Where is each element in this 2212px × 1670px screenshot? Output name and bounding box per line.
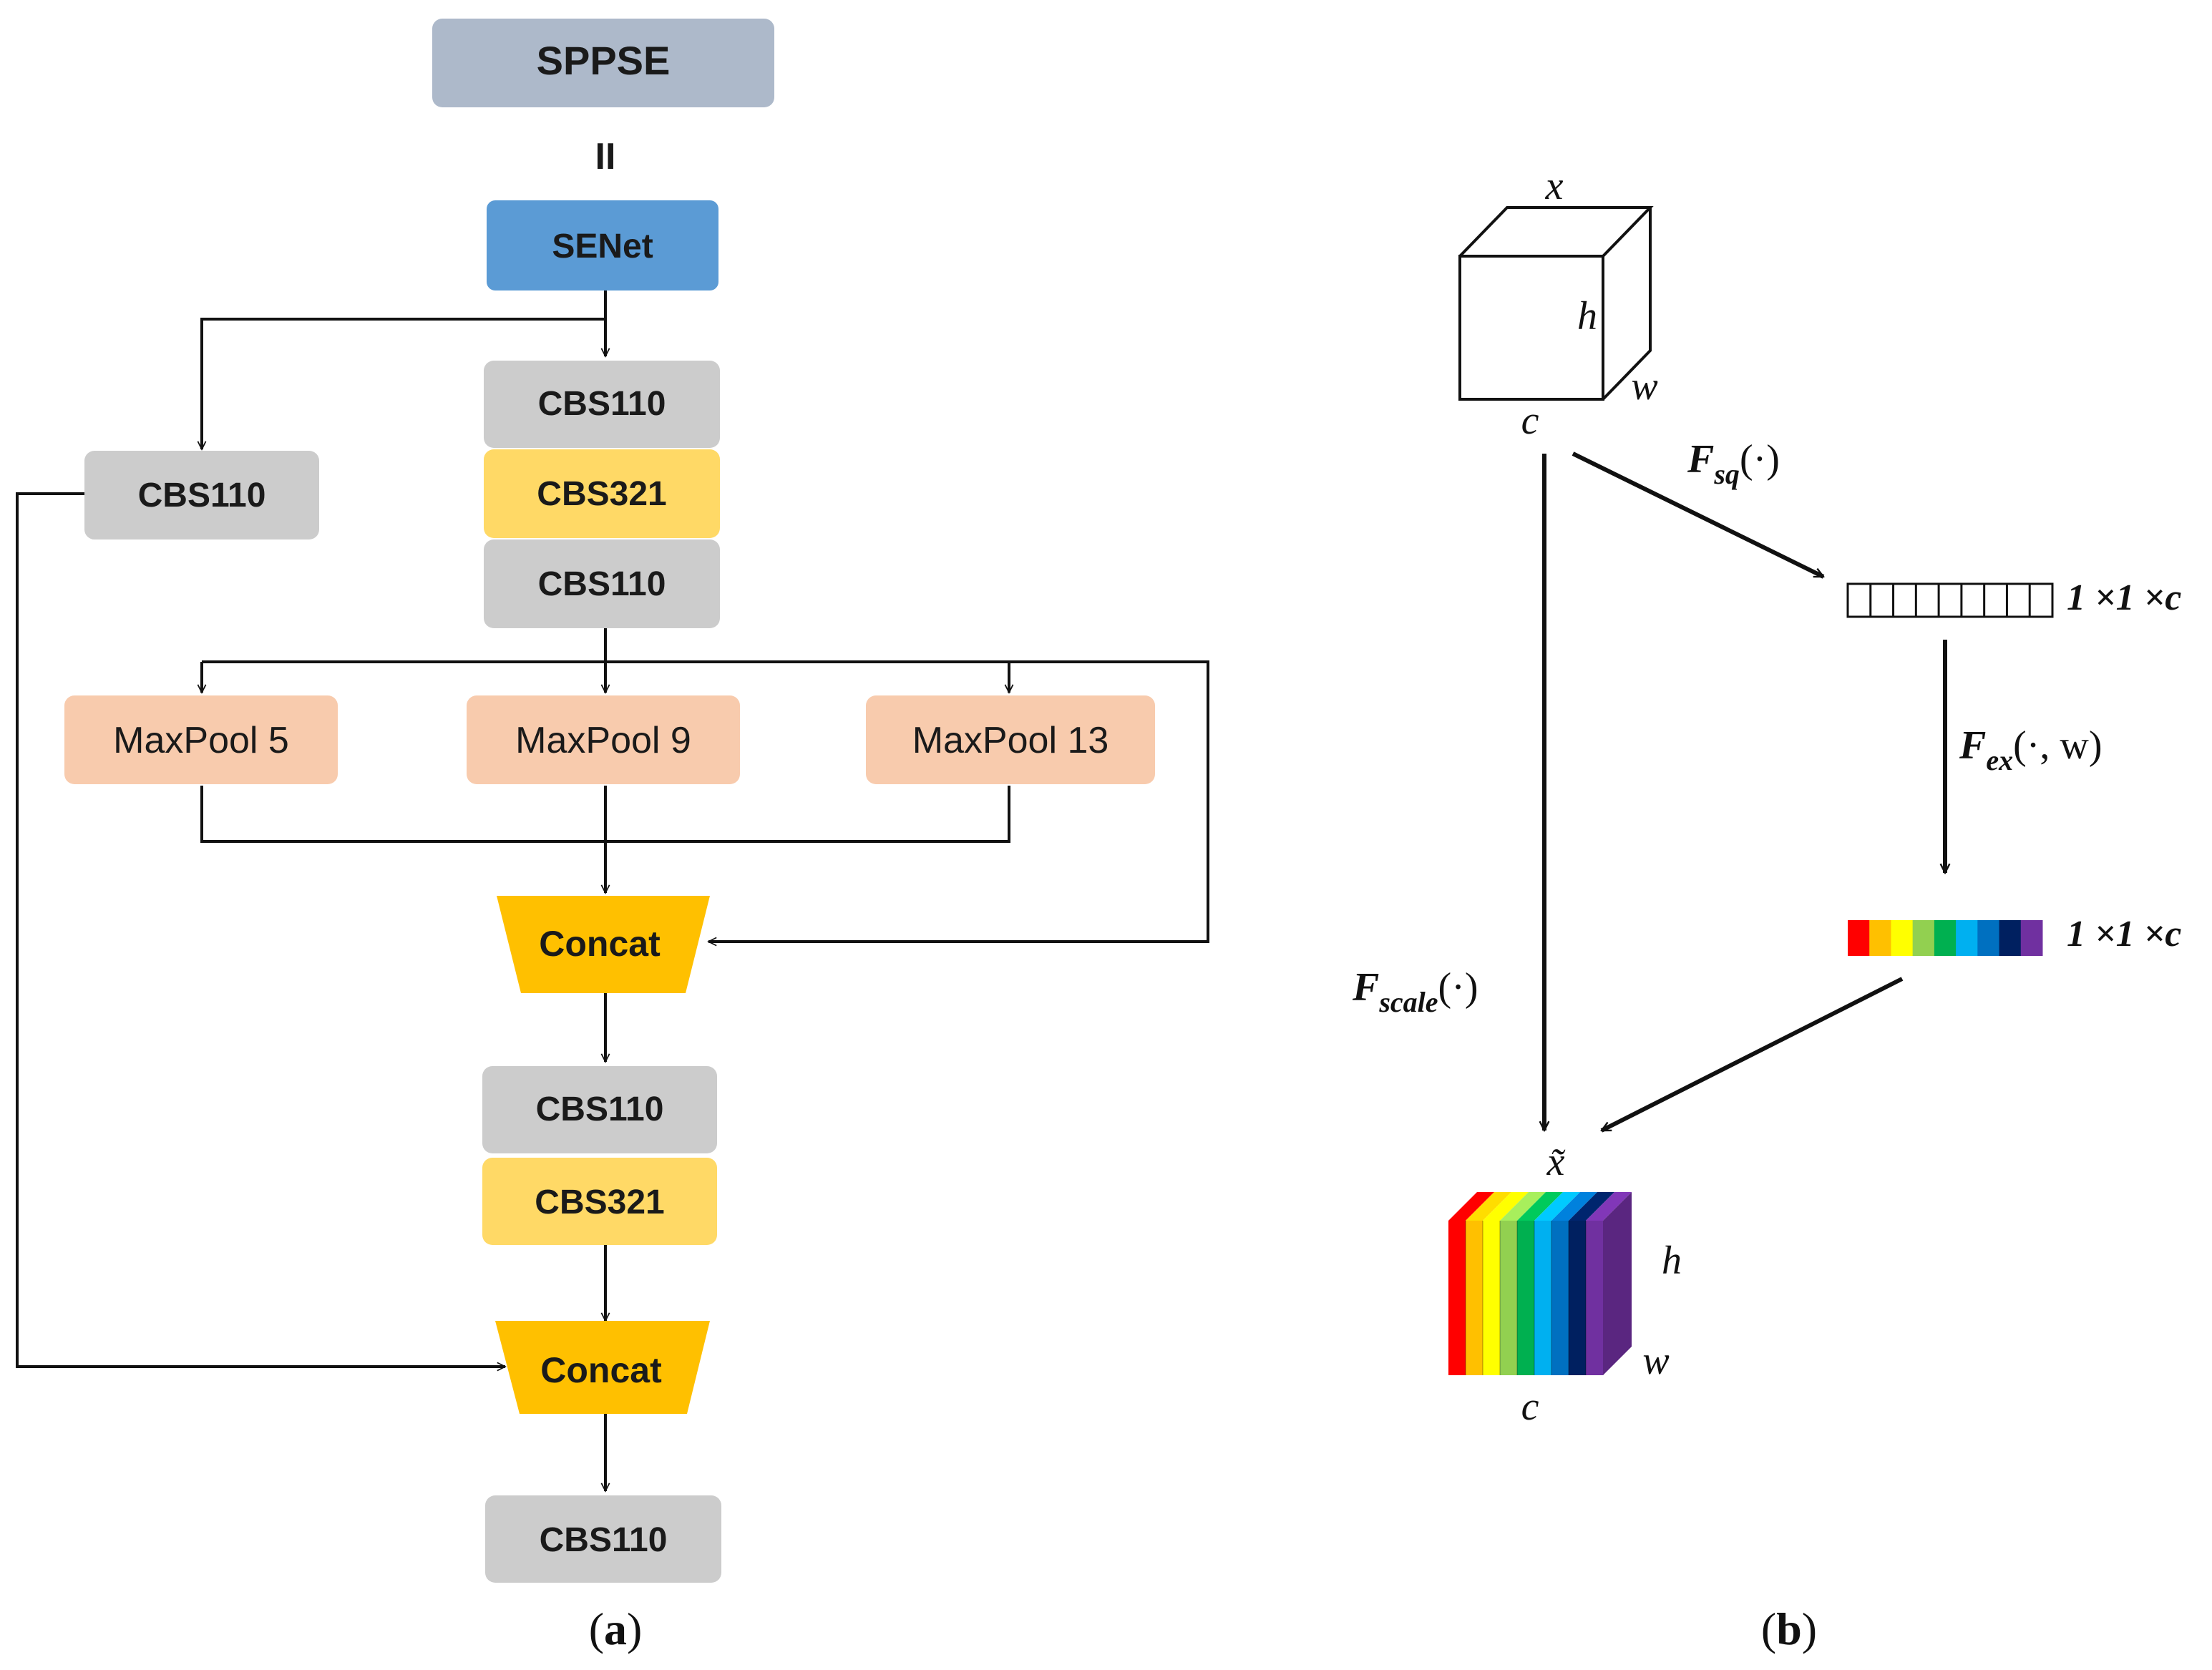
output-slab-top xyxy=(1500,1192,1546,1221)
cbs110-top-2-box xyxy=(484,539,720,628)
cbs110-out-label: CBS110 xyxy=(540,1521,668,1559)
output-slab-top xyxy=(1466,1192,1511,1221)
arrow-senet-to-cbs-side xyxy=(202,318,605,449)
cbs110-out-box xyxy=(485,1495,721,1583)
excitation-cell xyxy=(1999,920,2022,956)
concat-1-label: Concat xyxy=(539,924,661,964)
output-c-label: c xyxy=(1521,1385,1539,1429)
concat-2-label: Concat xyxy=(540,1350,662,1390)
vector-1-label: 1 ×1 ×c xyxy=(2067,577,2181,618)
cube-h-label: h xyxy=(1577,294,1597,338)
output-slab-top xyxy=(1569,1192,1614,1221)
output-slab-front xyxy=(1517,1221,1535,1375)
line-cbs-side-bypass xyxy=(16,492,505,1367)
maxpool-5-box xyxy=(64,695,338,784)
fscale-label: Fscale(·) xyxy=(1352,965,1478,1018)
fscale-F: F xyxy=(1352,965,1379,1010)
cbs321-top-box xyxy=(484,449,720,538)
output-slab-top xyxy=(1551,1192,1597,1221)
fex-sub: ex xyxy=(1986,744,2013,776)
cbs110-top-1-label: CBS110 xyxy=(538,385,666,423)
senet-label: SENet xyxy=(552,228,653,265)
cbs110-mid-box xyxy=(482,1066,717,1153)
excitation-cell xyxy=(1869,920,1891,956)
maxpool-9-box xyxy=(467,695,740,784)
concat-2-shape xyxy=(495,1321,710,1414)
fsq-sub: sq xyxy=(1713,458,1740,490)
panel-a-connectors xyxy=(16,290,1209,1491)
output-slab-top xyxy=(1534,1192,1580,1221)
squeeze-vector-frame xyxy=(1846,582,2054,618)
fsq-F: F xyxy=(1687,437,1714,482)
maxpool-5-label: MaxPool 5 xyxy=(113,720,289,761)
excitation-cell xyxy=(1977,920,2000,956)
output-slab-front xyxy=(1483,1221,1501,1375)
cbs110-mid-label: CBS110 xyxy=(536,1090,664,1128)
cbs110-side-box xyxy=(84,451,319,539)
input-cube xyxy=(1458,206,1654,401)
fex-arg: (·, w) xyxy=(2013,723,2102,768)
excitation-cell xyxy=(1848,920,1870,956)
excitation-cell xyxy=(1956,920,1978,956)
excitation-cell xyxy=(2020,920,2043,956)
panel-a: SPPSE II SENet CBS110 CBS321 CBS110 CBS1… xyxy=(16,19,1209,1654)
output-slab-top xyxy=(1586,1192,1632,1221)
caption-a: (a) xyxy=(589,1603,643,1654)
panel-b: x h w c Fsq(·) 1 ×1 ×c Fex(·, w) 1 ×1 ×c… xyxy=(1352,164,2181,1654)
excitation-vector xyxy=(1848,920,2043,956)
concat-1-shape xyxy=(497,896,710,993)
output-slab-front xyxy=(1569,1221,1587,1375)
excitation-cell xyxy=(1912,920,1935,956)
cube-c-label: c xyxy=(1521,399,1539,443)
line-pool-merge xyxy=(200,786,1010,893)
sppse-box xyxy=(432,19,774,107)
output-slab-top xyxy=(1448,1192,1494,1221)
output-slab-front xyxy=(1586,1221,1604,1375)
fscale-arg: (·) xyxy=(1438,965,1478,1010)
output-slab-front xyxy=(1448,1221,1466,1375)
fex-label: Fex(·, w) xyxy=(1959,723,2103,776)
output-slab-top xyxy=(1483,1192,1529,1221)
sppse-label: SPPSE xyxy=(537,38,671,83)
output-slab-front xyxy=(1466,1221,1483,1375)
excitation-cell xyxy=(1934,920,1957,956)
senet-box xyxy=(487,200,718,290)
cbs110-top-2-label: CBS110 xyxy=(538,565,666,603)
squeeze-vector xyxy=(1846,582,2054,618)
fsq-arg: (·) xyxy=(1740,437,1780,482)
maxpool-13-box xyxy=(866,695,1155,784)
caption-b: (b) xyxy=(1761,1603,1817,1654)
equals-sign: II xyxy=(595,136,616,177)
cbs110-side-label: CBS110 xyxy=(138,477,266,514)
excitation-cell xyxy=(1891,920,1914,956)
cbs321-top-label: CBS321 xyxy=(537,475,666,513)
maxpool-9-label: MaxPool 9 xyxy=(515,720,691,761)
cbs321-mid-label: CBS321 xyxy=(535,1183,664,1221)
cbs110-top-1-box xyxy=(484,361,720,448)
caption-a-letter: a xyxy=(604,1603,627,1654)
cbs321-mid-box xyxy=(482,1158,717,1245)
cube-w-label: w xyxy=(1631,364,1657,409)
cube-x-label: x xyxy=(1545,164,1564,208)
output-slabs xyxy=(1448,1192,1632,1375)
output-slab-front xyxy=(1551,1221,1569,1375)
output-slab-front xyxy=(1500,1221,1518,1375)
arrow-excite-to-output xyxy=(1602,977,1904,1133)
output-xt-label: x̃ xyxy=(1546,1140,1567,1184)
fsq-label: Fsq(·) xyxy=(1687,437,1780,490)
vector-2-label: 1 ×1 ×c xyxy=(2067,914,2181,954)
line-pool-split xyxy=(202,628,1209,942)
output-h-label: h xyxy=(1662,1239,1682,1283)
fex-F: F xyxy=(1959,723,1986,768)
arrow-fsq xyxy=(1572,451,1823,579)
output-slab-front xyxy=(1534,1221,1552,1375)
output-slab-top xyxy=(1517,1192,1563,1221)
maxpool-13-label: MaxPool 13 xyxy=(912,720,1109,761)
fscale-sub: scale xyxy=(1378,986,1438,1018)
caption-b-letter: b xyxy=(1776,1603,1802,1654)
output-slab-side xyxy=(1603,1192,1632,1375)
output-w-label: w xyxy=(1642,1339,1669,1383)
